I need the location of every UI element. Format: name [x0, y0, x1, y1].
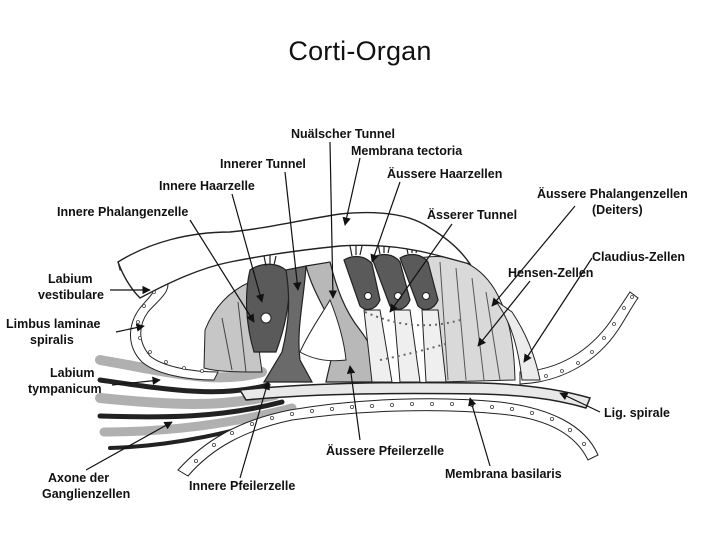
label-innere-pfeilerzelle: Innere Pfeilerzelle — [189, 479, 295, 493]
label-axone-1: Axone der — [48, 471, 109, 485]
nuel-space-dots — [379, 343, 446, 361]
label-axone-2: Ganglienzellen — [42, 487, 130, 501]
label-limbus-laminae-1: Limbus laminae — [6, 317, 101, 331]
tympanic-cell-chain — [177, 398, 599, 477]
labels: Nuälscher Tunnel Membrana tectoria Inner… — [6, 127, 688, 501]
basilar-membrane — [238, 381, 592, 409]
page-title: Corti-Organ — [288, 36, 432, 66]
inner-hair-cell-nucleus — [260, 312, 272, 324]
label-labium-tympanicum-1: Labium — [50, 366, 94, 380]
label-claudius-zellen: Claudius-Zellen — [592, 250, 685, 264]
label-membrana-tectoria: Membrana tectoria — [351, 144, 463, 158]
label-innere-haarzelle: Innere Haarzelle — [159, 179, 255, 193]
tunnel-of-corti — [299, 298, 347, 362]
label-innere-phalangenzelle: Innere Phalangenzelle — [57, 205, 188, 219]
label-deiters: (Deiters) — [592, 203, 643, 217]
label-membrana-basilaris: Membrana basilaris — [445, 467, 562, 481]
label-nualscher-tunnel: Nuälscher Tunnel — [291, 127, 395, 141]
leader-lines — [85, 141, 601, 479]
label-aesserer-tunnel: Ässerer Tunnel — [427, 207, 517, 222]
label-labium-vestibulare-2: vestibulare — [38, 288, 104, 302]
label-aeussere-pfeilerzelle: Äussere Pfeilerzelle — [326, 443, 444, 458]
deiters-cells — [363, 309, 447, 383]
label-lig-spirale: Lig. spirale — [604, 406, 670, 420]
outer-hair-cells — [343, 253, 439, 310]
label-labium-vestibulare-1: Labium — [48, 272, 92, 286]
label-aeussere-phalangenzellen: Äussere Phalangenzellen — [537, 186, 688, 201]
inner-hair-cell — [245, 263, 290, 353]
label-hensen-zellen: Hensen-Zellen — [508, 266, 593, 280]
label-labium-tympanicum-2: tympanicum — [28, 382, 102, 396]
label-aeussere-haarzellen: Äussere Haarzellen — [387, 166, 502, 181]
label-innerer-tunnel: Innerer Tunnel — [220, 157, 306, 171]
inner-pillar-cell — [262, 265, 314, 383]
inner-hair-cell-stereocilia — [263, 254, 277, 267]
label-limbus-laminae-2: spiralis — [30, 333, 74, 347]
